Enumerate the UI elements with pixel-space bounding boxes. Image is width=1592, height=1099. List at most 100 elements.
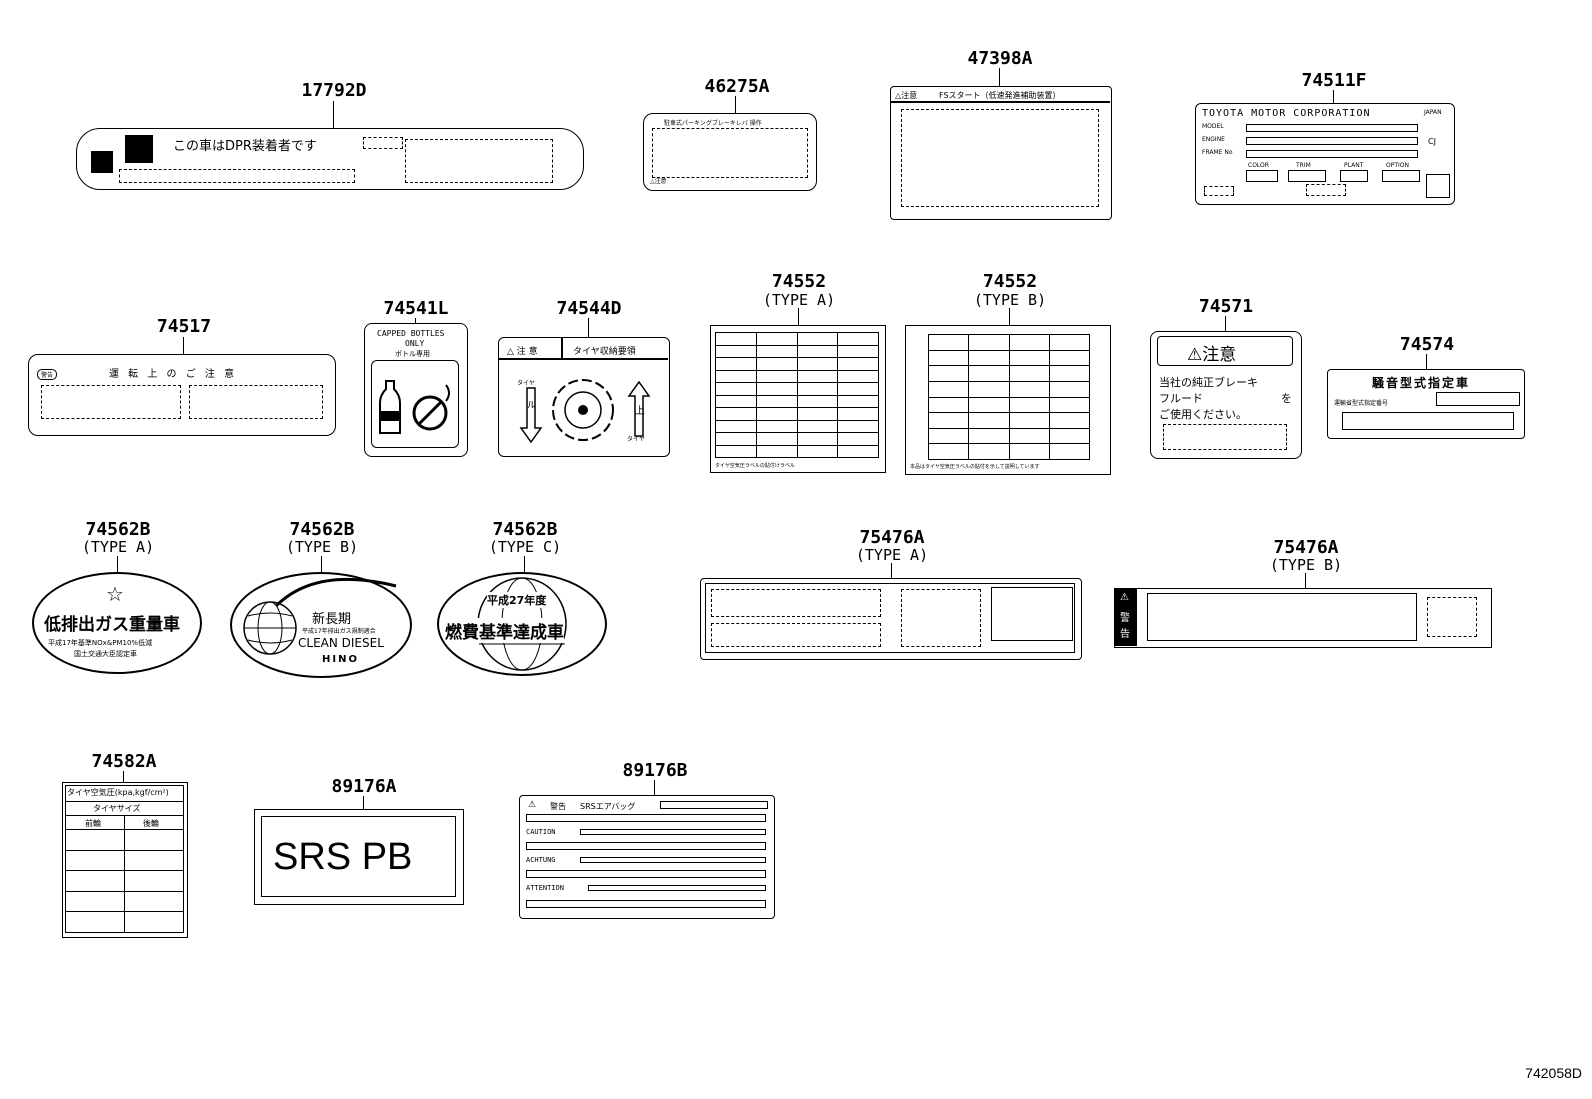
dpr-label-text: この車はDPR装着者です xyxy=(173,139,317,154)
label-74517: 警告 運 転 上 の ご 注 意 xyxy=(28,354,336,436)
leader-line xyxy=(321,556,322,574)
header-divider xyxy=(561,338,563,358)
clean-diesel-text: CLEAN DIESEL xyxy=(298,636,384,650)
emission-line1: 平成17年基準NOx&PM10%低減 xyxy=(48,639,153,647)
warning-text: 警告 xyxy=(550,802,566,811)
type-label: (TYPE B) xyxy=(285,538,359,556)
black-square-icon xyxy=(91,151,113,173)
column-label: TRIM xyxy=(1296,162,1311,169)
warning-badge: 警告 xyxy=(37,369,58,380)
leader-line xyxy=(123,771,124,783)
pictogram-frame xyxy=(371,360,459,448)
text-line xyxy=(526,842,766,850)
text-area xyxy=(189,385,323,419)
header-text: 駐車式パーキングブレーキレバ 操作 xyxy=(664,120,762,127)
leader-line xyxy=(798,308,799,326)
arrow-label: タイヤ xyxy=(517,380,535,387)
row-label: MODEL xyxy=(1202,123,1224,130)
caution-title: 運 転 上 の ご 注 意 xyxy=(109,369,238,380)
text-line xyxy=(526,900,766,908)
field-box xyxy=(1342,412,1514,430)
title-frame xyxy=(1157,336,1293,366)
part-number-89176b: 89176B xyxy=(622,760,688,781)
pressure-grid xyxy=(715,332,879,458)
warning-char: 告 xyxy=(1120,629,1130,640)
label-47398a: △注意 FSスタート（低速発進補助装置） xyxy=(890,86,1112,220)
part-number-46275a: 46275A xyxy=(704,76,770,97)
part-number-47398a: 47398A xyxy=(967,48,1033,69)
text-frame xyxy=(1147,593,1417,641)
text-area xyxy=(901,109,1099,207)
label-74552-b: 本品はタイヤ空気圧ラベルの貼付を示して説明しています xyxy=(905,325,1111,475)
blank-field xyxy=(1306,184,1346,196)
leader-line xyxy=(415,318,416,324)
new-long-term-title: 新長期 xyxy=(312,612,352,627)
leader-line xyxy=(735,96,736,114)
fuel-standard-title: 燃費基準達成車 xyxy=(445,618,564,643)
type-label: (TYPE A) xyxy=(855,546,929,564)
field-box xyxy=(1340,170,1368,182)
leader-line xyxy=(1305,573,1306,589)
label-74582a: タイヤ空気圧(kpa,kgf/cm²) タイヤサイズ 前輪 後輪 xyxy=(62,782,188,938)
field-box xyxy=(1426,174,1450,198)
field-box xyxy=(1288,170,1326,182)
blank-field xyxy=(1163,424,1287,450)
part-number-75476a-b: 75476A xyxy=(1273,537,1339,558)
label-46275a: 駐車式パーキングブレーキレバ 操作 △注意 xyxy=(643,113,817,191)
srs-pb-text: SRS PB xyxy=(273,836,413,878)
hino-logo: HINO xyxy=(322,654,359,665)
field-box xyxy=(1246,137,1418,145)
text-area xyxy=(41,385,181,419)
part-number-74552-b: 74552 xyxy=(982,271,1038,292)
brake-line1: 当社の純正ブレーキ xyxy=(1159,376,1258,389)
part-number-74582a: 74582A xyxy=(91,751,157,772)
part-number-74511f: 74511F xyxy=(1301,70,1367,91)
label-89176a: SRS PB xyxy=(254,809,464,905)
label-75476a-a xyxy=(700,578,1082,660)
field-box xyxy=(1246,124,1418,132)
leader-line xyxy=(1333,90,1334,104)
label-17792d: この車はDPR装着者です xyxy=(76,128,584,190)
turn-text: ル xyxy=(527,401,537,411)
leader-line xyxy=(1426,354,1427,370)
type-label: (TYPE B) xyxy=(973,291,1047,309)
label-74552-a: タイヤ空気圧ラベルの貼付けラベル xyxy=(710,325,886,473)
label-74562b-b: 新長期 平成17年排出ガス規制適合 CLEAN DIESEL HINO xyxy=(230,572,412,678)
leader-line xyxy=(524,556,525,574)
caution-title: ⚠注意 xyxy=(1187,345,1237,365)
part-number-74562b-b: 74562B xyxy=(289,519,355,540)
pressure-grid xyxy=(927,334,1091,460)
srs-header: SRSエアバッグ xyxy=(580,802,636,811)
field-box xyxy=(1246,150,1418,158)
part-number-74552-a: 74552 xyxy=(771,271,827,292)
maker-text: TOYOTA MOTOR CORPORATION xyxy=(1202,108,1371,119)
leader-line xyxy=(183,337,184,355)
pressure-table xyxy=(65,785,184,933)
label-74562b-a: ☆ 低排出ガス重量車 平成17年基準NOx&PM10%低減 国土交通大臣認定車 xyxy=(32,572,202,674)
leader-line xyxy=(588,318,589,338)
brake-line2-suffix: を xyxy=(1281,392,1292,405)
field-box xyxy=(1246,170,1278,182)
text-line xyxy=(588,885,766,891)
black-square-icon xyxy=(125,135,153,163)
warning-sidebar xyxy=(1115,589,1137,646)
label-74541l: CAPPED BOTTLES ONLY ボトル専用 xyxy=(364,323,468,457)
part-number-74574: 74574 xyxy=(1399,334,1455,355)
up-text: 上 xyxy=(635,406,645,417)
bottle-icon xyxy=(379,380,450,434)
language-label: ACHTUNG xyxy=(526,856,556,864)
tire-rotation-icon xyxy=(519,379,651,444)
leader-line xyxy=(333,101,334,129)
warning-text: △注意 xyxy=(650,178,667,185)
row-label: FRAME No xyxy=(1202,149,1233,156)
leader-line xyxy=(117,556,118,574)
leader-line xyxy=(891,563,892,579)
label-74511f: TOYOTA MOTOR CORPORATION JAPAN MODEL ENG… xyxy=(1195,103,1455,205)
blank-field xyxy=(405,139,553,183)
leader-line xyxy=(999,68,1000,86)
bottles-line2: ONLY xyxy=(405,339,425,348)
warning-mark: ⚠ xyxy=(1120,592,1129,603)
part-number-75476a-a: 75476A xyxy=(859,527,925,548)
graphic-area xyxy=(652,128,808,178)
low-emission-title: 低排出ガス重量車 xyxy=(44,615,180,635)
